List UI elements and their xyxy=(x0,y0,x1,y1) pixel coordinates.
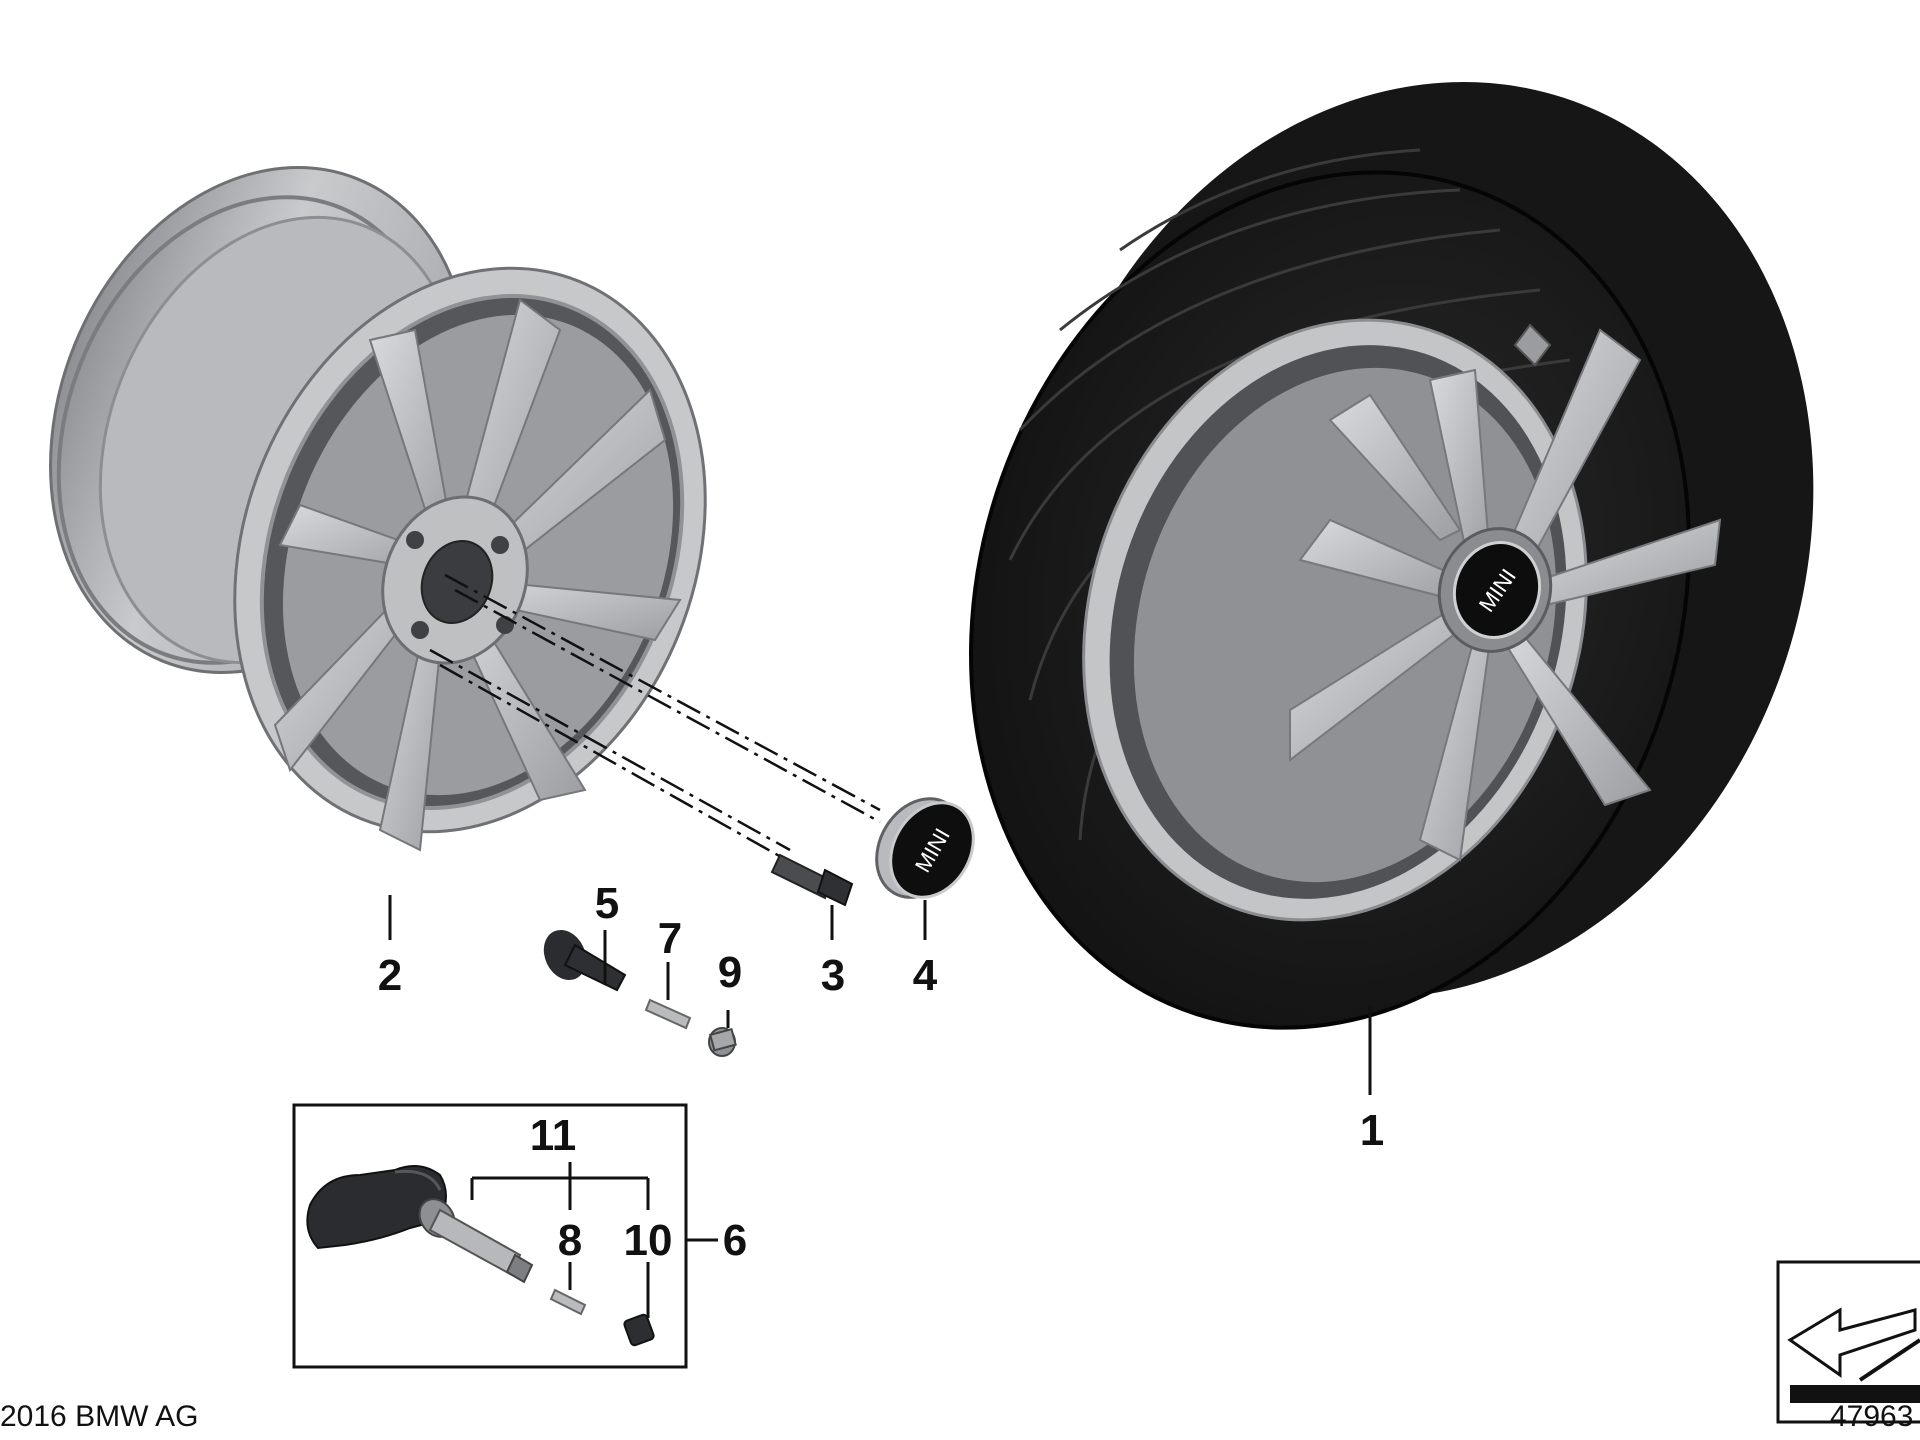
tpms-sensor xyxy=(306,1165,447,1250)
tpms-valve-cap xyxy=(623,1313,655,1347)
callout-2: 2 xyxy=(378,951,402,1000)
wheel-complete: MINI xyxy=(969,82,1814,1030)
callout-9: 9 xyxy=(718,948,742,997)
wheel-bolt xyxy=(770,853,854,907)
callout-5: 5 xyxy=(595,879,619,928)
copyright-text: 2016 BMW AG xyxy=(0,1400,198,1433)
callout-6: 6 xyxy=(723,1216,747,1265)
callout-8: 8 xyxy=(558,1216,582,1265)
callout-7: 7 xyxy=(658,914,682,963)
tpms-valve-core xyxy=(549,1288,587,1316)
tpms-box: 11 8 10 xyxy=(292,1103,718,1369)
orientation-icon xyxy=(1776,1260,1920,1424)
callout-10: 10 xyxy=(624,1216,673,1265)
diagram-number: 47963 xyxy=(1830,1400,1913,1433)
tpms-valve xyxy=(418,1198,534,1284)
callout-11: 11 xyxy=(530,1111,577,1160)
valve-cap xyxy=(708,1027,737,1057)
rim-loose xyxy=(49,166,707,852)
callout-4: 4 xyxy=(913,951,938,1000)
center-cap: MINI xyxy=(875,797,975,899)
valve-stem xyxy=(543,929,627,992)
leader-lines xyxy=(388,895,1372,1095)
valve-core xyxy=(644,998,692,1030)
exploded-view-lines xyxy=(429,573,881,864)
callout-1: 1 xyxy=(1360,1106,1384,1155)
callout-3: 3 xyxy=(821,951,845,1000)
